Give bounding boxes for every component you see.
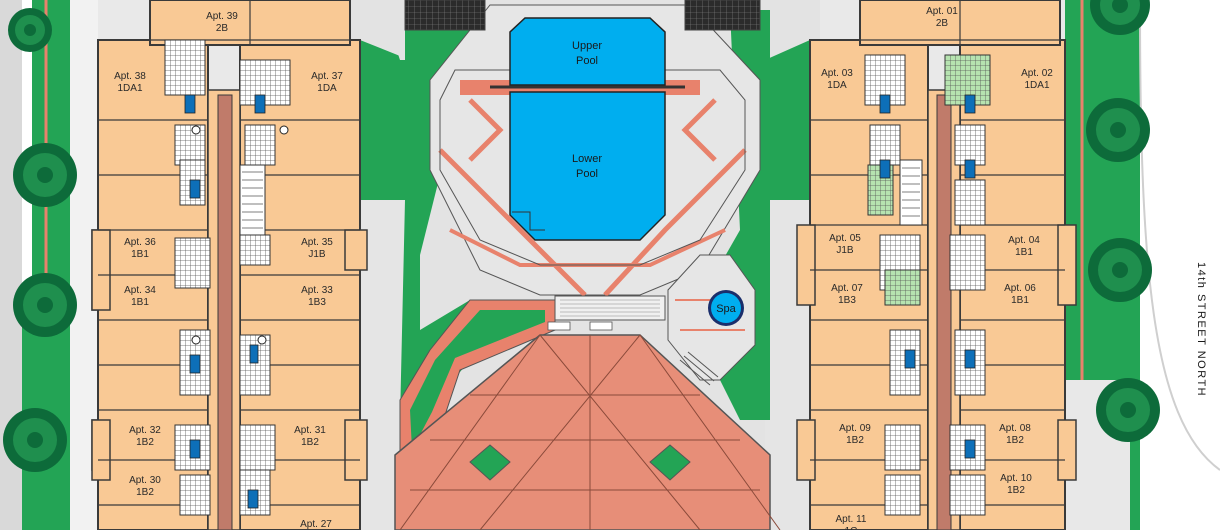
apt-label: Apt. 33	[301, 285, 333, 296]
apt-label: Apt. 30	[129, 475, 161, 486]
apt-type: J1B	[836, 245, 854, 256]
tree-icon	[8, 8, 52, 52]
apt-label: Apt. 03	[821, 68, 853, 79]
lower-pool: Lower Pool	[509, 91, 666, 241]
lower-pool-label-2: Pool	[576, 168, 598, 180]
apt-type: 1DA	[827, 80, 847, 91]
apt-type: 1DA1	[117, 83, 142, 94]
apt-label: Apt. 02	[1021, 68, 1053, 79]
tree-icon	[3, 408, 67, 472]
apt-label: Apt. 37	[311, 71, 343, 82]
tree-icon	[13, 143, 77, 207]
apt-type: 1B3	[308, 297, 326, 308]
apt-label: Apt. 08	[999, 423, 1031, 434]
apt-label: Apt. 38	[114, 71, 146, 82]
apt-type: 1B2	[1006, 435, 1024, 446]
apt-type: 2B	[936, 18, 949, 29]
tree-icon	[1096, 378, 1160, 442]
apt-label: Apt. 01	[926, 6, 958, 17]
apt-type: 1B2	[136, 487, 154, 498]
apt-type: 1B2	[846, 435, 864, 446]
apt-type: 1DA	[317, 83, 337, 94]
apt-type: 1B1	[131, 249, 149, 260]
apt-label: Apt. 07	[831, 283, 863, 294]
apt-label: Apt. 34	[124, 285, 156, 296]
apartment-labels-west: Apt. 39 2B Apt. 38 1DA1 Apt. 37 1DA Apt.…	[114, 11, 343, 530]
cabana-west	[404, 0, 486, 31]
pool-stairs	[554, 295, 719, 386]
street-name-label: 14th STREET NORTH	[1195, 262, 1207, 397]
spa: Spa	[667, 254, 756, 381]
apt-label: Apt. 05	[829, 233, 861, 244]
apt-label: Apt. 36	[124, 237, 156, 248]
apt-label: Apt. 11	[836, 514, 867, 525]
apt-type: 1B3	[838, 295, 856, 306]
apt-label: Apt. 31	[294, 425, 326, 436]
apt-type: 1B1	[1015, 247, 1033, 258]
upper-pool: Upper Pool	[509, 17, 666, 86]
apt-type: J1B	[308, 249, 326, 260]
apt-type: 1C	[845, 526, 858, 530]
apt-type: 1B2	[136, 437, 154, 448]
apt-type: 2B	[216, 23, 229, 34]
apt-label: Apt. 10	[1000, 473, 1032, 484]
apt-type: 1B1	[131, 297, 149, 308]
upper-pool-label-1: Upper	[572, 40, 602, 52]
apt-label: Apt. 35	[301, 237, 333, 248]
apt-label: Apt. 32	[129, 425, 161, 436]
lower-pool-label-1: Lower	[572, 153, 602, 165]
apt-type: 1B2	[1007, 485, 1025, 496]
apartment-labels-east: Apt. 01 2B Apt. 03 1DA Apt. 02 1DA1 Apt.…	[821, 6, 1053, 530]
apt-type: 1DA1	[1024, 80, 1049, 91]
apt-label: Apt. 39	[206, 11, 238, 22]
plaza	[394, 299, 781, 530]
cabana-east	[684, 0, 761, 31]
tree-icon	[1086, 98, 1150, 162]
apt-label: Apt. 27	[300, 519, 332, 530]
west-building	[91, 0, 368, 530]
east-building	[796, 0, 1077, 530]
apt-label: Apt. 09	[839, 423, 871, 434]
upper-pool-label-2: Pool	[576, 55, 598, 67]
apt-label: Apt. 04	[1008, 235, 1040, 246]
apt-type: 1B1	[1011, 295, 1029, 306]
tree-icon	[1088, 238, 1152, 302]
apt-type: 1B2	[301, 437, 319, 448]
apt-label: Apt. 06	[1004, 283, 1036, 294]
spa-label: Spa	[716, 303, 736, 315]
tree-icon	[1090, 0, 1150, 35]
trees	[3, 0, 1160, 472]
tree-icon	[13, 273, 77, 337]
